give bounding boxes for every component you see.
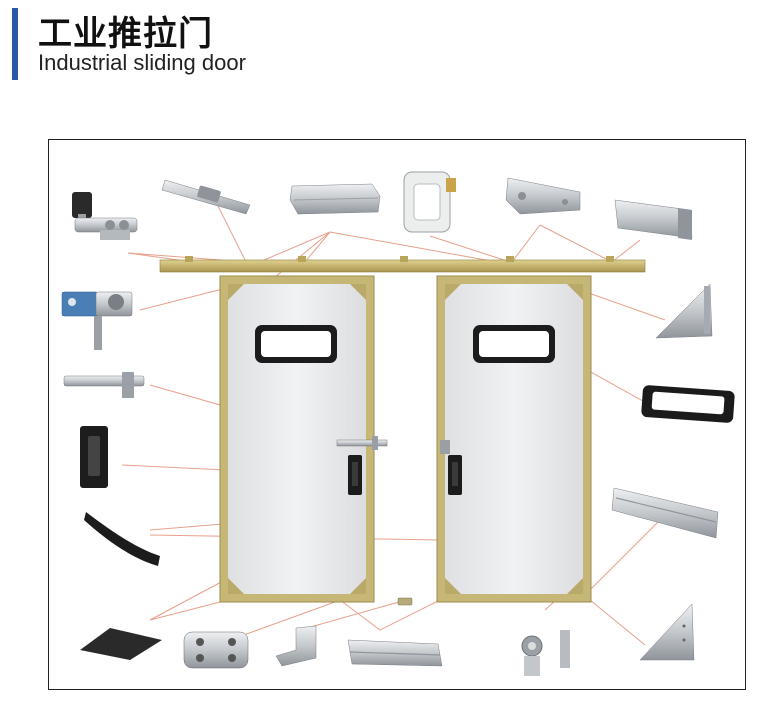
- bolt-latch-icon: [63, 372, 145, 398]
- triangle-bracket-icon: [655, 283, 713, 339]
- left-door: [219, 275, 388, 603]
- left-door-bolt: [336, 439, 388, 447]
- corner-bracket-plate-icon: [639, 603, 695, 661]
- floor-guide-roller-icon: [521, 630, 570, 676]
- diagram-frame: [48, 139, 746, 690]
- hanging-wheel-bracket-icon: [72, 192, 138, 240]
- square-track-icon: [614, 199, 693, 240]
- top-track-rail-icon: [289, 183, 381, 215]
- hinge-plate-icon: [183, 631, 249, 669]
- floor-guide-bracket-icon: [275, 625, 317, 667]
- floor-guide-block: [397, 597, 413, 606]
- recessed-handle-icon: [80, 426, 108, 488]
- page-subtitle: Industrial sliding door: [38, 50, 246, 75]
- aluminum-track-clip-icon: [161, 179, 251, 215]
- bottom-track-icon: [347, 639, 443, 667]
- window-frame-icon: [641, 385, 735, 423]
- hanger-clamp-icon: [403, 171, 456, 233]
- mounting-bracket-icon: [505, 177, 581, 215]
- rubber-seal-strip-icon: [84, 512, 160, 566]
- title-accent-bar: [12, 8, 18, 80]
- door-roller-icon: [61, 291, 133, 350]
- channel-profile-icon: [611, 487, 719, 539]
- page-title: 工业推拉门: [38, 14, 213, 54]
- top-rail: [159, 256, 646, 273]
- floor-seal-strip-icon: [80, 628, 162, 660]
- right-door: [436, 275, 592, 603]
